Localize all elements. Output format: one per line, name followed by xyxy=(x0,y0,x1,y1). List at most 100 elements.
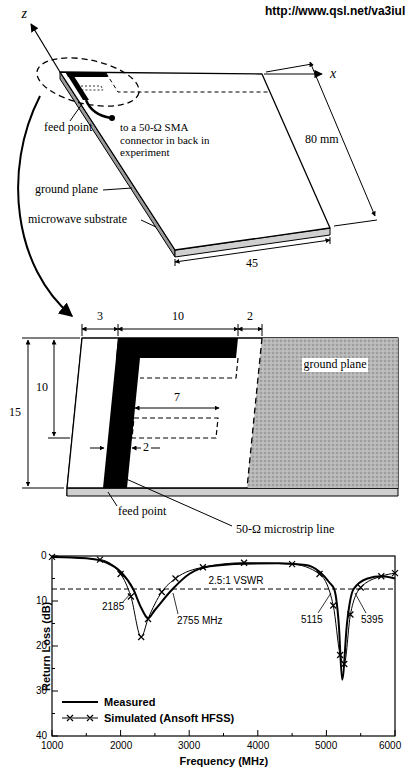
simulated-marker xyxy=(138,634,144,640)
x-tick xyxy=(292,733,293,736)
legend-samples xyxy=(67,715,93,721)
overview-board xyxy=(60,72,330,257)
simulated-marker xyxy=(392,570,398,576)
dimension: 10 xyxy=(36,381,48,395)
y-tick xyxy=(52,646,58,647)
zoom-dimensions xyxy=(238,329,262,330)
axes-arrows xyxy=(264,73,322,74)
simulated-marker xyxy=(289,561,295,567)
connector-note: to a 50-Ω SMA connector in back in exper… xyxy=(120,121,224,159)
y-tick xyxy=(52,668,55,669)
simulated-marker xyxy=(200,564,206,570)
y-tick xyxy=(52,578,55,579)
zoom-dimensions xyxy=(28,340,29,486)
simulated-marker xyxy=(159,589,165,595)
overview-leaders xyxy=(103,188,132,190)
zoom-dimensions xyxy=(135,408,219,409)
simulated-marker xyxy=(358,585,364,591)
zoom-dimensions xyxy=(82,324,83,336)
zoom-dimensions xyxy=(54,340,55,436)
y-tick xyxy=(52,691,58,692)
tick-label: 0 xyxy=(41,550,47,562)
zoom-callout xyxy=(18,50,143,316)
frequency-value: 5115 xyxy=(301,614,323,626)
zoom-e-patch xyxy=(132,418,218,438)
zoom-dimensions xyxy=(108,492,117,506)
simulated-marker xyxy=(341,661,347,667)
zoom-board xyxy=(67,338,398,488)
dimension-lines xyxy=(175,62,377,266)
reference-note: 2.5:1 VSWR xyxy=(207,575,266,587)
x-tick xyxy=(395,730,396,736)
axis-ticks xyxy=(52,556,395,736)
zoom-dimensions xyxy=(124,478,232,526)
axes-arrows xyxy=(31,24,322,74)
legend-entry: Measured xyxy=(104,696,155,709)
frequency-value: 2185 xyxy=(102,601,124,613)
overview-e-patch xyxy=(66,73,108,77)
x-tick xyxy=(120,730,121,736)
zoom-board xyxy=(247,338,262,488)
part-label: microwave substrate xyxy=(28,213,127,227)
zoom-e-patch xyxy=(116,338,238,358)
x-tick xyxy=(326,730,327,736)
tick-label: 40 xyxy=(36,730,47,742)
overview-e-patch xyxy=(77,86,103,90)
frequency-value: 2755 MHz xyxy=(177,615,223,627)
axis-title: Return Loss (dB) xyxy=(40,601,53,690)
simulated-marker xyxy=(347,612,353,618)
dimension: 10 xyxy=(172,310,184,324)
zoom-dimensions xyxy=(22,324,262,526)
x-tick xyxy=(257,730,258,736)
dimension-lines xyxy=(266,64,312,72)
legend-samples xyxy=(62,718,98,719)
legend-samples xyxy=(62,701,98,703)
dimension: 2 xyxy=(247,310,253,324)
dimension: 45 xyxy=(246,257,258,271)
tick-label: 4000 xyxy=(247,740,269,752)
dimension-lines xyxy=(175,259,176,266)
overview-e-patch xyxy=(109,115,115,121)
zoom-dimensions xyxy=(22,488,64,489)
simulated-marker xyxy=(97,557,103,563)
dimension: 2 xyxy=(141,441,151,455)
part-label: ground plane xyxy=(302,358,369,372)
dimension: 15 xyxy=(9,406,21,420)
part-label: ground plane xyxy=(35,183,98,197)
simulated-marker xyxy=(118,571,124,577)
overview-e-patch xyxy=(66,73,115,121)
part-label: 50-Ω microstrip line xyxy=(236,523,334,537)
zoom-dimensions xyxy=(82,329,118,330)
dimension: 7 xyxy=(174,391,180,405)
x-tick xyxy=(223,733,224,736)
frequency-leaders xyxy=(355,593,366,613)
zoom-dimensions xyxy=(118,329,238,330)
y-tick xyxy=(52,601,58,602)
axis-name: z xyxy=(22,6,27,22)
zoom-e-patch xyxy=(103,338,238,488)
zoom-dimensions xyxy=(90,448,104,449)
axis-name: x xyxy=(330,66,336,82)
frequency-leaders xyxy=(122,593,366,614)
simulated-marker xyxy=(49,554,55,560)
zoom-board xyxy=(67,488,398,496)
y-tick xyxy=(52,623,55,624)
zoom-board xyxy=(67,338,398,496)
tick-label: 1000 xyxy=(41,740,63,752)
zoom-board xyxy=(247,338,398,488)
dimension-lines xyxy=(330,237,331,244)
simulated-marker xyxy=(172,576,178,582)
source-url: http://www.qsl.net/va3iul xyxy=(265,5,405,19)
part-label: feed point xyxy=(118,505,166,519)
x-tick xyxy=(189,730,190,736)
tick-label: 2000 xyxy=(110,740,132,752)
zoom-callout xyxy=(33,50,144,115)
simulated-marker xyxy=(128,594,134,600)
return-loss-curves xyxy=(49,554,398,680)
tick-label: 5000 xyxy=(315,740,337,752)
chart-frame xyxy=(52,589,395,590)
dimension-lines xyxy=(334,220,377,226)
zoom-dimensions xyxy=(262,324,263,336)
zoom-dimensions xyxy=(22,338,80,339)
